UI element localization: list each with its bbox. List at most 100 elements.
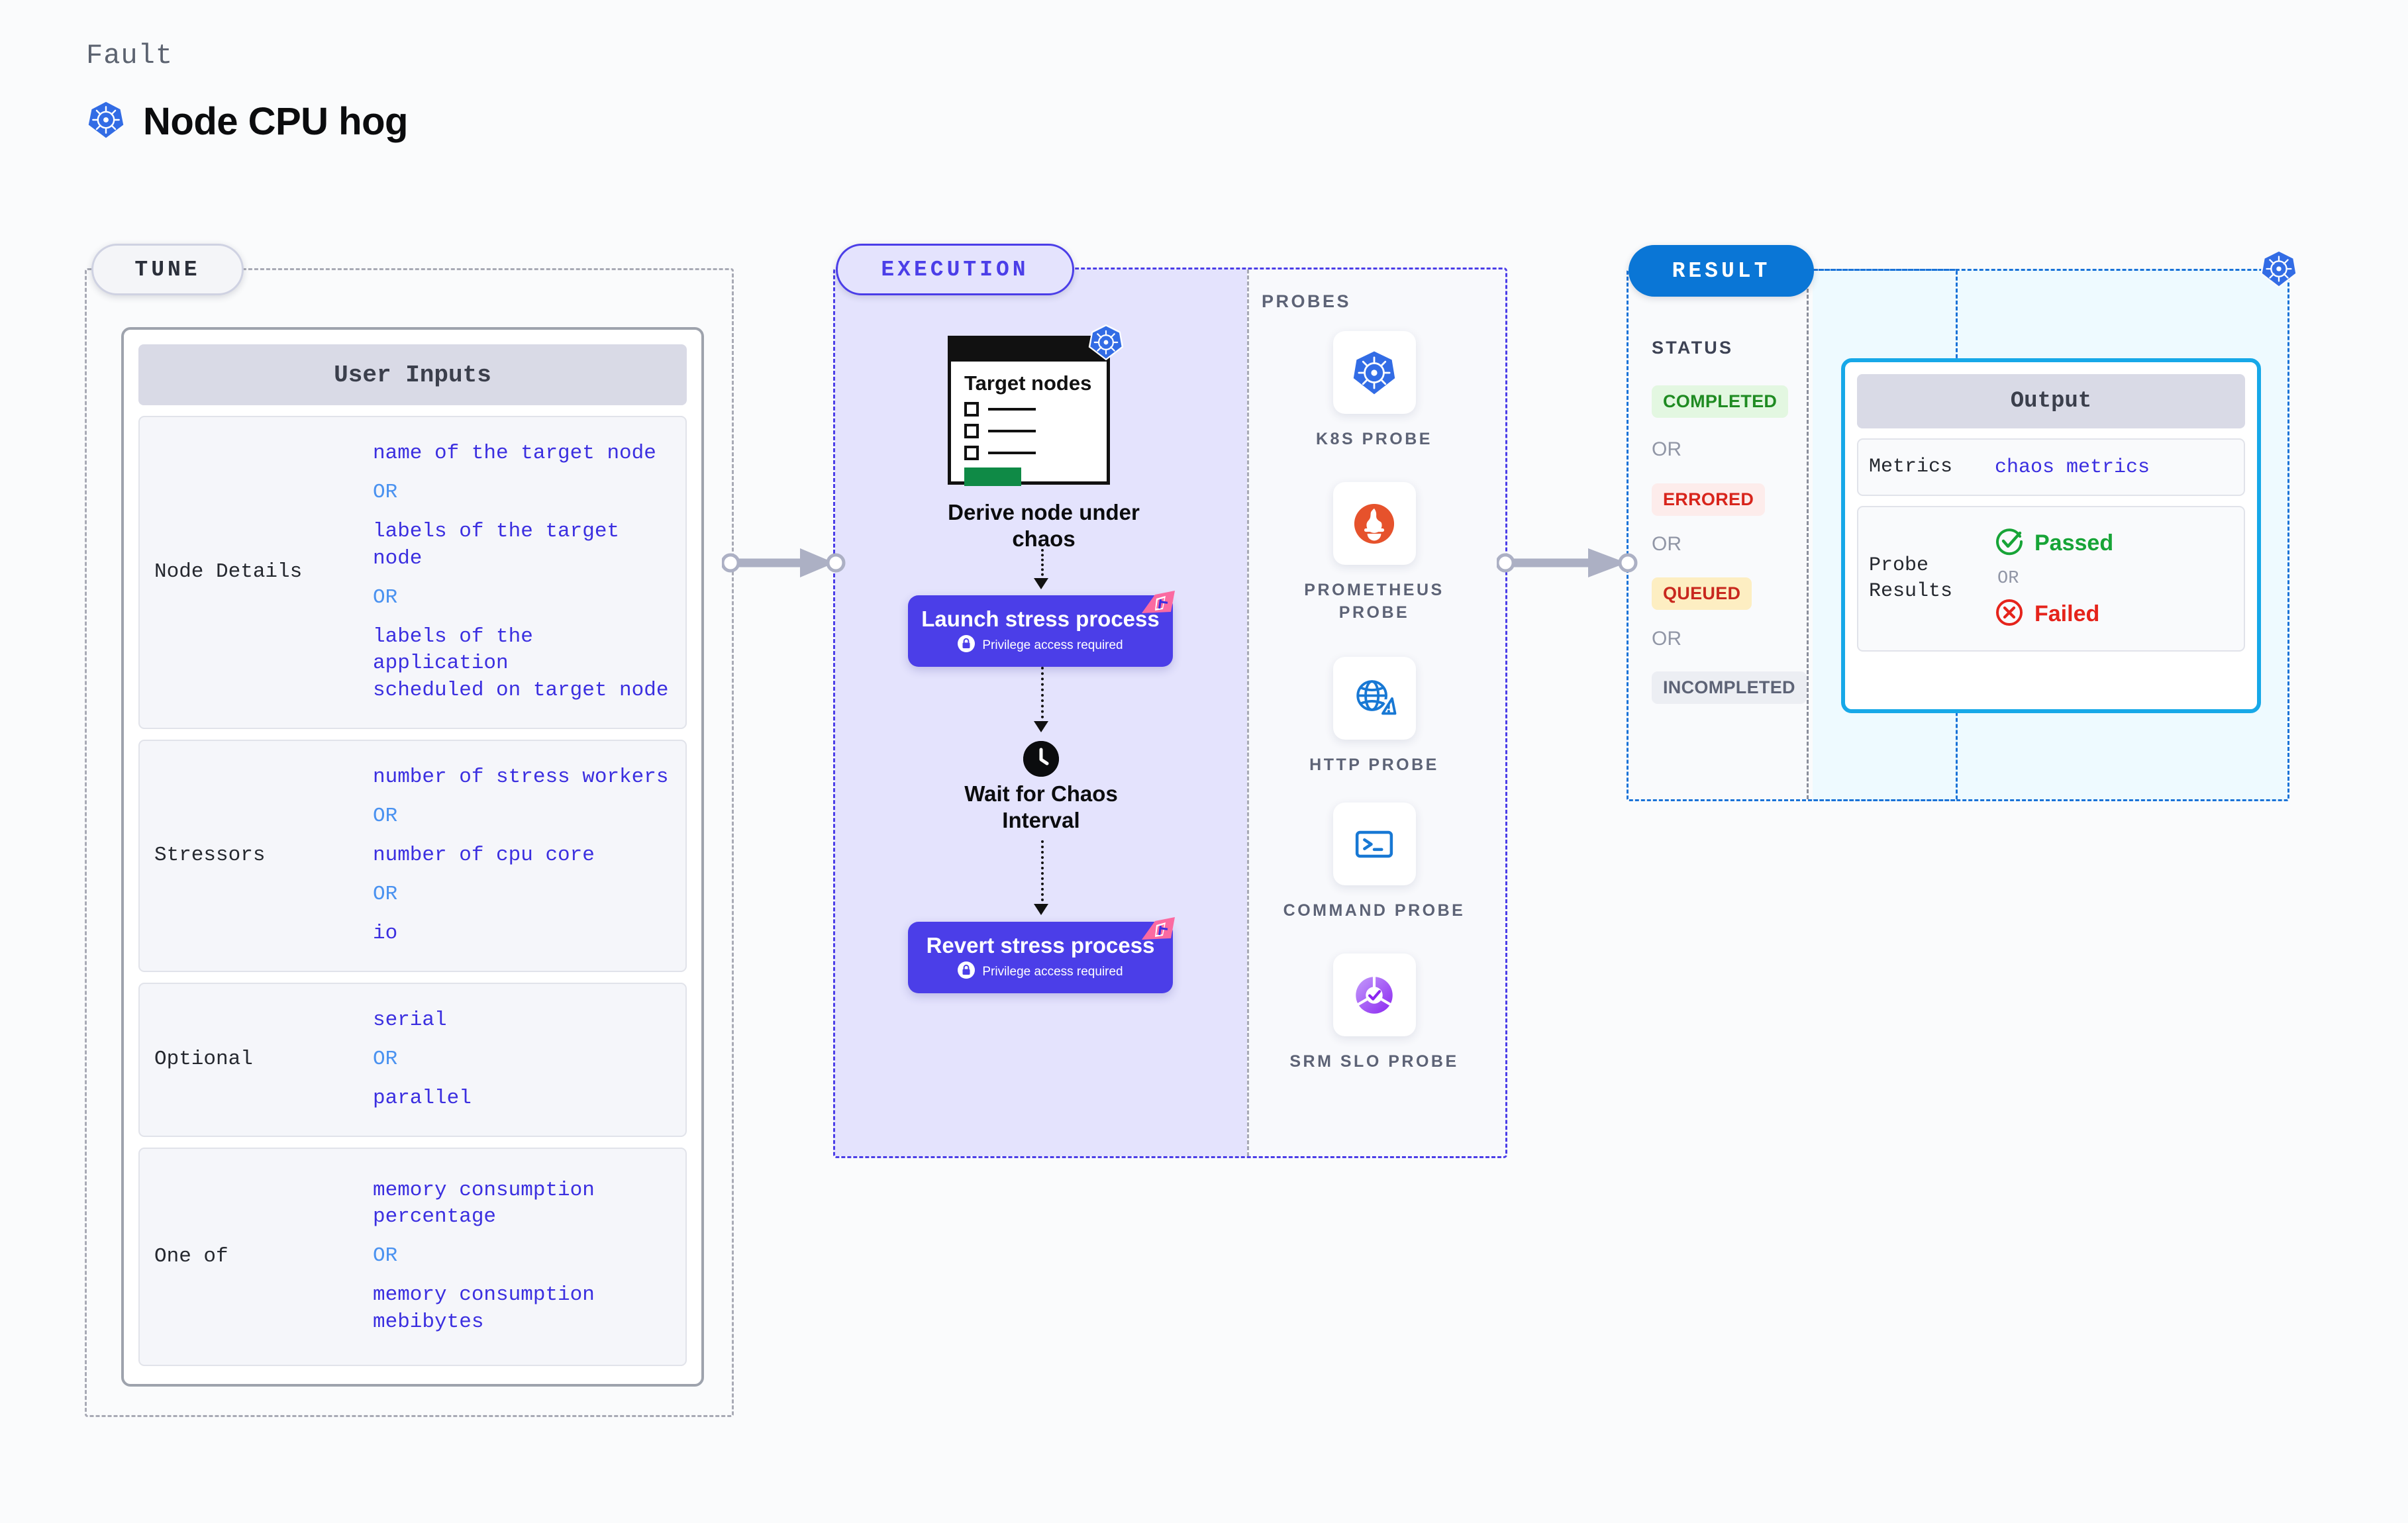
privilege-note: Privilege access required — [982, 638, 1123, 652]
param-separator: OR — [373, 480, 398, 504]
list-line — [988, 430, 1036, 433]
param-row-optional: Optional serial OR parallel — [138, 982, 687, 1137]
lock-icon — [958, 635, 976, 656]
param-separator: OR — [373, 882, 398, 906]
user-inputs-card: User Inputs Node Details name of the tar… — [121, 327, 704, 1387]
privilege-note: Privilege access required — [982, 964, 1123, 979]
flow-arrow — [1034, 578, 1048, 589]
step-label-wait: Wait for Chaos Interval — [964, 781, 1118, 833]
status-badge-errored: ERRORED — [1652, 483, 1766, 516]
param-key: Node Details — [154, 560, 303, 584]
lock-icon — [958, 961, 976, 982]
param-row-node-details: Node Details name of the target node OR … — [138, 416, 687, 730]
param-value: number of cpu core — [373, 844, 595, 867]
page-header: Fault Node CPU hog — [86, 40, 408, 144]
param-value: memory consumption percentage — [373, 1178, 595, 1229]
output-title: Output — [1857, 374, 2245, 428]
derive-node-step: Target nodes — [948, 324, 1140, 553]
result-section-pill: RESULT — [1629, 245, 1814, 297]
check-circle-icon — [1995, 527, 2024, 560]
tune-section-pill: TUNE — [91, 244, 244, 295]
kubernetes-icon — [2258, 248, 2299, 293]
probe-item-srm-slo[interactable]: SRM SLO PROBE — [1268, 954, 1480, 1073]
fail-label: Failed — [2034, 601, 2100, 626]
revert-stress-process-step: Revert stress process Privilege access r… — [908, 917, 1175, 993]
output-value: chaos metrics — [1995, 456, 2150, 479]
param-key: Stressors — [154, 844, 266, 867]
output-key: Probe Results — [1869, 554, 1953, 603]
checkbox-icon — [964, 402, 979, 417]
user-inputs-title: User Inputs — [138, 344, 687, 405]
param-value: parallel — [373, 1086, 472, 1110]
flow-line — [1041, 840, 1044, 907]
target-nodes-card: Target nodes — [948, 324, 1124, 487]
flow-line — [1041, 667, 1044, 724]
probe-item-http[interactable]: HTTP PROBE — [1268, 657, 1480, 777]
execution-flow: Target nodes — [835, 270, 1247, 1156]
globe-warning-icon — [1332, 657, 1416, 740]
output-row-metrics: Metrics chaos metrics — [1857, 438, 2245, 496]
step-label-revert: Revert stress process — [926, 932, 1155, 958]
probe-label: PROMETHEUS PROBE — [1304, 581, 1444, 622]
status-badge-queued: QUEUED — [1652, 577, 1752, 610]
param-value: memory consumption mebibytes — [373, 1283, 595, 1334]
clock-icon — [1023, 741, 1059, 777]
param-value: io — [373, 921, 398, 945]
probe-item-command[interactable]: COMMAND PROBE — [1268, 803, 1480, 922]
status-separator: OR — [1652, 628, 1681, 650]
result-status-column — [1629, 271, 1809, 799]
probe-label: SRM SLO PROBE — [1289, 1052, 1459, 1071]
checklist-item — [964, 446, 1107, 461]
fault-kicker: Fault — [86, 40, 174, 72]
param-separator: OR — [373, 1244, 398, 1268]
probe-label: COMMAND PROBE — [1283, 901, 1466, 920]
param-value: labels of the target node — [373, 519, 620, 570]
flow-arrow — [1034, 904, 1048, 915]
pass-label: Passed — [2034, 530, 2114, 556]
checkbox-icon — [964, 446, 979, 461]
execution-section-pill: EXECUTION — [836, 244, 1074, 295]
connector-tune-to-execution — [721, 544, 848, 585]
probe-label: K8S PROBE — [1316, 430, 1432, 448]
status-badge-incompleted: INCOMPLETED — [1652, 671, 1807, 704]
x-circle-icon — [1995, 598, 2024, 630]
probe-item-prometheus[interactable]: PROMETHEUS PROBE — [1268, 482, 1480, 624]
step-label-launch: Launch stress process — [921, 606, 1160, 631]
probe-result-passed: Passed — [1995, 527, 2113, 560]
checklist-item — [964, 424, 1107, 439]
checklist-item — [964, 402, 1107, 417]
prometheus-icon — [1332, 482, 1416, 565]
output-row-probe-results: Probe Results Passed OR — [1857, 506, 2245, 652]
param-separator: OR — [373, 805, 398, 828]
param-separator: OR — [373, 1047, 398, 1071]
target-nodes-title: Target nodes — [964, 371, 1092, 395]
output-key: Metrics — [1869, 456, 1953, 478]
card-titlebar — [951, 339, 1107, 362]
kubernetes-icon — [86, 100, 126, 143]
probe-result-separator: OR — [1997, 569, 2019, 589]
probes-section-label: PROBES — [1262, 291, 1352, 311]
list-line — [988, 408, 1036, 411]
probe-label: HTTP PROBE — [1309, 756, 1439, 774]
output-card: Output Metrics chaos metrics Probe Resul… — [1841, 358, 2261, 713]
kubernetes-icon — [1087, 323, 1125, 365]
tune-section-boundary — [85, 268, 734, 1417]
launch-stress-process-step: Launch stress process Privilege access r… — [908, 591, 1175, 667]
probe-item-k8s[interactable]: K8S PROBE — [1268, 331, 1480, 451]
param-row-one-of: One of memory consumption percentage OR … — [138, 1147, 687, 1367]
status-badge-completed: COMPLETED — [1652, 385, 1789, 418]
connector-execution-to-result — [1495, 544, 1642, 585]
page-title: Node CPU hog — [143, 100, 408, 143]
param-value: name of the target node — [373, 442, 656, 465]
flow-arrow — [1034, 721, 1048, 732]
probe-result-failed: Failed — [1995, 598, 2113, 630]
param-value: number of stress workers — [373, 765, 669, 789]
flow-line — [1041, 549, 1044, 581]
progress-bar — [964, 467, 1021, 487]
status-separator: OR — [1652, 533, 1681, 555]
list-line — [988, 452, 1036, 455]
slo-gauge-icon — [1332, 954, 1416, 1036]
kubernetes-icon — [1332, 331, 1416, 414]
param-key: One of — [154, 1244, 228, 1268]
step-label-derive: Derive node under chaos — [948, 500, 1140, 552]
